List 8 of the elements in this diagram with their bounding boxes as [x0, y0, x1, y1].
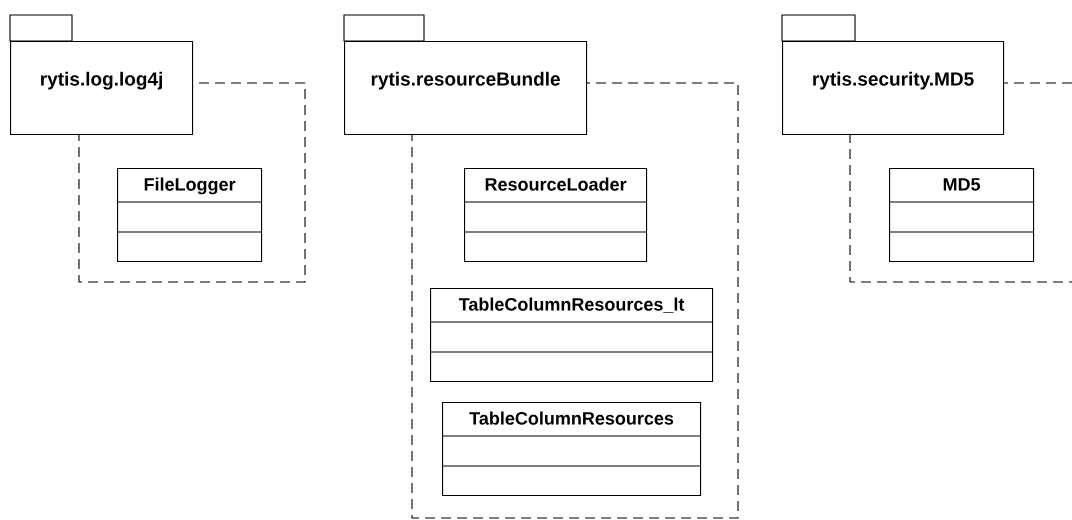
package-folder: rytis.security.MD5	[781, 14, 1005, 136]
package-folder: rytis.log.log4j	[9, 14, 194, 136]
class-box: TableColumnResources	[441, 402, 702, 497]
class-box: MD5	[888, 168, 1035, 263]
class-box: ResourceLoader	[463, 168, 648, 263]
class-box: FileLogger	[116, 168, 263, 263]
class-box: TableColumnResources_lt	[429, 288, 714, 383]
package-folder: rytis.resourceBundle	[343, 14, 588, 136]
